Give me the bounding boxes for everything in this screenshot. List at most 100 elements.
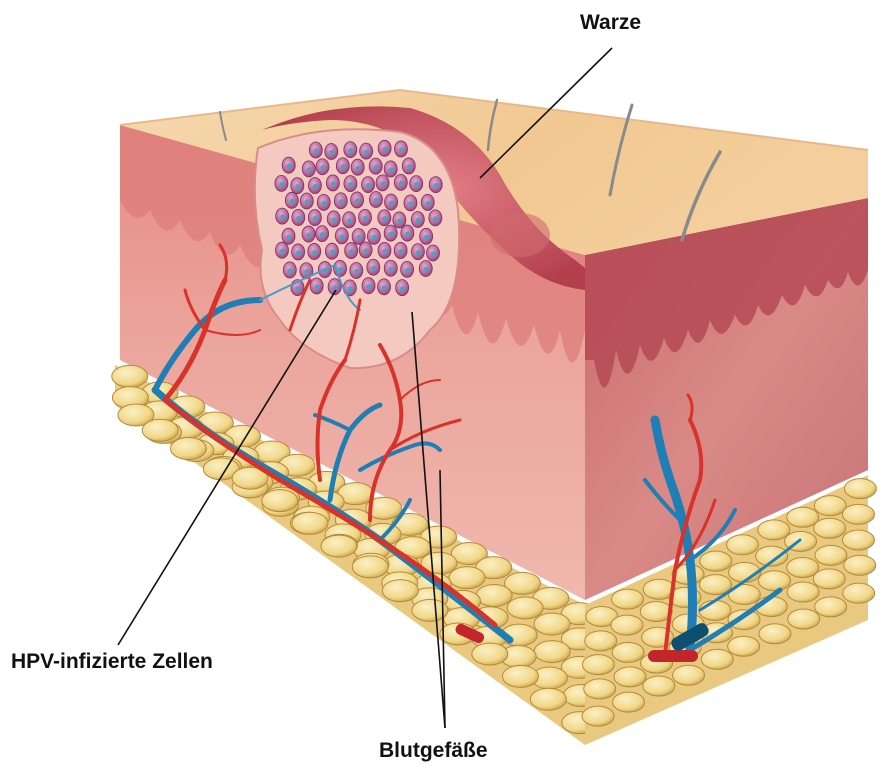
fat-cell-icon bbox=[700, 648, 734, 670]
fat-cell-icon bbox=[814, 544, 848, 566]
fat-cell-icon bbox=[381, 579, 419, 603]
fat-cell-icon bbox=[351, 555, 389, 579]
infected-cell-icon bbox=[401, 157, 416, 175]
hair-icon bbox=[486, 98, 499, 152]
infected-cell-icon bbox=[343, 141, 358, 159]
fat-cell-icon bbox=[231, 466, 269, 490]
infected-cell-icon bbox=[377, 241, 392, 259]
infected-cell-icon bbox=[301, 160, 316, 178]
infected-cell-icon bbox=[350, 191, 364, 209]
infected-cell-icon bbox=[315, 225, 329, 243]
infected-cell-icon bbox=[369, 191, 383, 208]
fat-cell-icon bbox=[581, 705, 615, 727]
fat-cell-icon bbox=[611, 588, 645, 610]
leader-line-vessels-a bbox=[411, 311, 446, 729]
infected-cell-icon bbox=[334, 227, 349, 245]
infected-cell-icon bbox=[400, 261, 415, 278]
infected-cell-icon bbox=[351, 228, 366, 245]
fat-cell-icon bbox=[533, 612, 571, 636]
fat-cell-icon bbox=[117, 403, 155, 427]
fat-cell-icon bbox=[812, 568, 846, 590]
hairs bbox=[219, 98, 722, 242]
infected-cell-icon bbox=[325, 242, 339, 260]
fat-cell-icon bbox=[291, 511, 329, 535]
fat-cell-icon bbox=[757, 570, 791, 592]
infected-cell-icon bbox=[275, 207, 290, 225]
infected-cell-icon bbox=[377, 278, 391, 296]
infected-cell-icon bbox=[307, 243, 322, 260]
fat-cell-icon bbox=[787, 608, 821, 630]
infected-cell-icon bbox=[359, 142, 374, 160]
infected-cell-icon bbox=[383, 259, 398, 277]
leader-line-cells bbox=[117, 289, 337, 646]
infected-cell-icon bbox=[400, 224, 415, 242]
fat-cell-icon bbox=[813, 517, 847, 539]
infected-cells bbox=[274, 139, 443, 297]
fat-cell-icon bbox=[843, 478, 877, 500]
infected-cell-icon bbox=[316, 193, 331, 211]
infected-cell-icon bbox=[281, 227, 296, 245]
fat-cell-icon bbox=[786, 506, 820, 528]
infected-cell-icon bbox=[282, 261, 297, 279]
infected-cell-icon bbox=[301, 225, 316, 243]
fat-cell-icon bbox=[503, 571, 541, 595]
fat-cell-icon bbox=[475, 584, 513, 608]
infected-cell-icon bbox=[428, 176, 443, 193]
fat-cell-icon bbox=[529, 687, 567, 711]
infected-region bbox=[253, 128, 461, 370]
infected-cell-icon bbox=[368, 157, 383, 175]
infected-cell-icon bbox=[308, 177, 322, 194]
infected-cell-icon bbox=[409, 175, 424, 193]
hair-icon bbox=[219, 111, 227, 141]
fat-cell-icon bbox=[471, 642, 509, 666]
fat-cell-icon bbox=[611, 641, 645, 663]
infected-cell-icon bbox=[325, 174, 340, 192]
fat-cell-icon bbox=[841, 529, 875, 551]
infected-cell-icon bbox=[377, 139, 392, 157]
infected-cell-icon bbox=[307, 209, 322, 226]
infected-cell-icon bbox=[411, 243, 425, 261]
fat-cell-icon bbox=[613, 666, 647, 688]
fat-cell-icon bbox=[699, 574, 733, 596]
infected-cell-icon bbox=[418, 260, 433, 277]
infected-cell-icon bbox=[333, 192, 348, 210]
label-blood-vessels: Blutgefäße bbox=[379, 739, 488, 762]
fat-cell-icon bbox=[699, 550, 733, 572]
right-epidermis bbox=[585, 198, 868, 388]
infected-cell-icon bbox=[350, 158, 365, 176]
blood-vessels-right bbox=[643, 393, 802, 662]
fat-cell-icon bbox=[727, 584, 761, 606]
infected-cell-icon bbox=[403, 194, 418, 212]
leader-lines bbox=[117, 47, 613, 729]
fat-cell-icon bbox=[698, 599, 732, 621]
infected-cell-icon bbox=[274, 175, 289, 192]
fat-cell-icon bbox=[169, 436, 207, 460]
infected-cell-icon bbox=[384, 193, 398, 211]
infected-cell-icon bbox=[349, 262, 364, 279]
fat-cell-icon bbox=[261, 489, 299, 513]
fat-cell-icon bbox=[610, 614, 644, 636]
fat-cell-icon bbox=[672, 664, 706, 686]
infected-cell-icon bbox=[358, 241, 373, 259]
fat-cell-icon bbox=[111, 364, 149, 388]
infected-cell-icon bbox=[299, 192, 314, 210]
infected-cell-icon bbox=[315, 158, 330, 176]
infected-cell-icon bbox=[377, 209, 392, 227]
infected-cell-icon bbox=[291, 243, 306, 261]
infected-cell-icon bbox=[358, 209, 372, 226]
fat-cell-icon bbox=[842, 582, 876, 604]
infected-cell-icon bbox=[308, 141, 323, 159]
infected-cell-icon bbox=[393, 242, 408, 259]
fat-cell-icon bbox=[584, 630, 618, 652]
infected-cell-icon bbox=[428, 209, 443, 227]
label-wart: Warze bbox=[580, 11, 641, 34]
fat-cell-icon bbox=[448, 566, 486, 590]
fat-cell-icon bbox=[841, 503, 875, 525]
infected-cell-icon bbox=[383, 224, 398, 242]
fat-cell-icon bbox=[411, 598, 449, 622]
fat-cell-icon bbox=[365, 496, 403, 520]
fat-cell-icon bbox=[757, 519, 791, 541]
infected-cell-icon bbox=[361, 277, 376, 295]
blood-vessels-front bbox=[151, 243, 514, 644]
